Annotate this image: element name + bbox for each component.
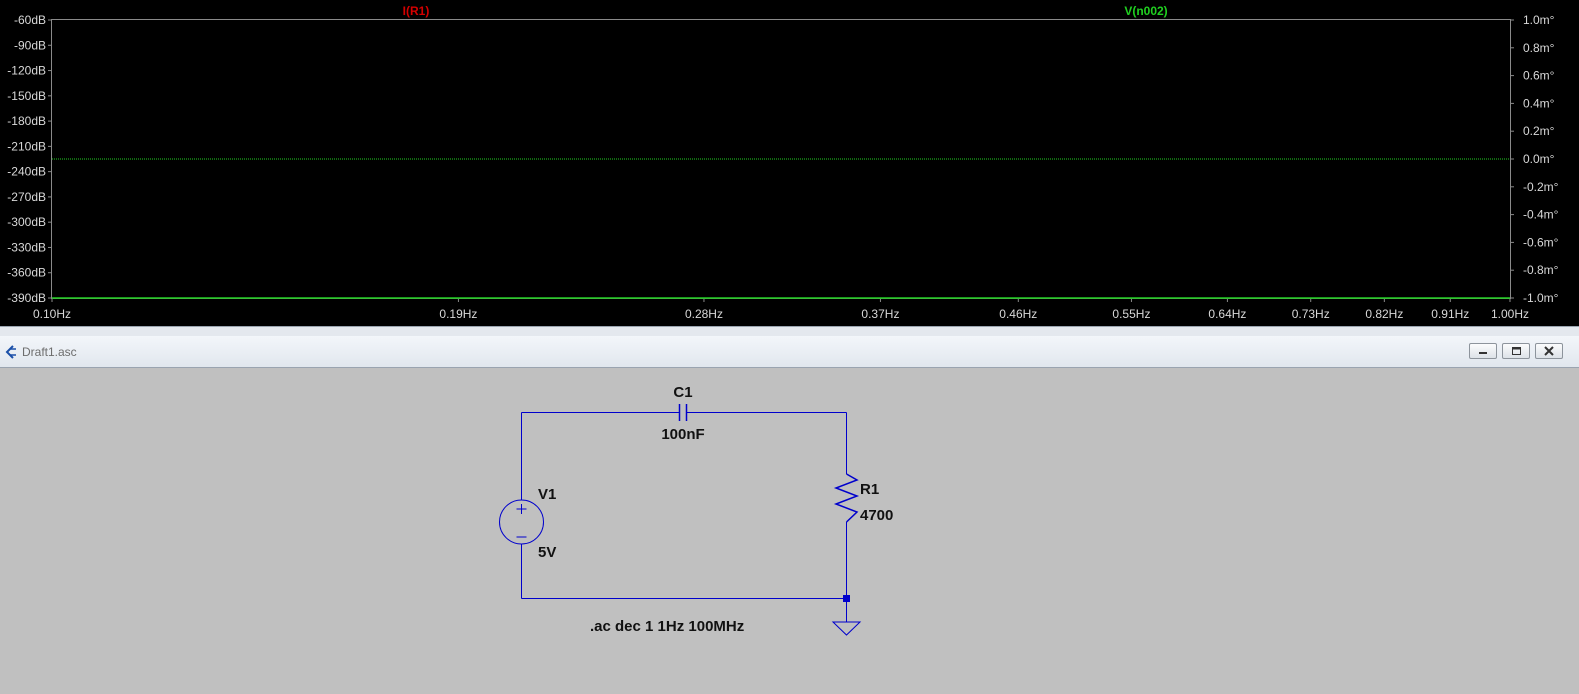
left-tick-label: -210dB — [7, 139, 46, 153]
left-tick-label: -150dB — [7, 89, 46, 103]
right-tick-label: 1.0m° — [1523, 13, 1555, 27]
ground-symbol[interactable] — [831, 621, 862, 636]
left-tick-label: -180dB — [7, 114, 46, 128]
c1-ref-label[interactable]: C1 — [673, 384, 692, 401]
left-tick-label: -390dB — [7, 291, 46, 305]
right-axis: 1.0m° 0.8m° 0.6m° 0.4m° 0.2m° 0.0m° -0.2m° -0.4… — [1510, 13, 1559, 305]
restore-icon — [1512, 347, 1521, 355]
left-tick-label: -300dB — [7, 215, 46, 229]
r1-value-label[interactable]: 4700 — [860, 507, 893, 524]
x-tick-label: 0.10Hz — [33, 307, 71, 321]
schematic-drawing[interactable]: C1 100nF V1 5V R1 4700 .ac dec 1 1Hz 100… — [0, 368, 1579, 694]
node-junction[interactable] — [843, 595, 850, 602]
left-tick-label: -360dB — [7, 266, 46, 280]
v1-value-label[interactable]: 5V — [538, 544, 556, 561]
right-tick-label: -0.6m° — [1523, 235, 1559, 249]
voltage-source-v1[interactable] — [499, 499, 544, 545]
waveform-plot[interactable]: -60dB -90dB -120dB -150dB -180dB -210dB -240dB… — [0, 0, 1579, 326]
left-tick-label: -330dB — [7, 240, 46, 254]
left-tick-label: -270dB — [7, 190, 46, 204]
r1-ref-label[interactable]: R1 — [860, 481, 879, 498]
right-tick-label: 0.8m° — [1523, 41, 1555, 55]
right-tick-label: -0.4m° — [1523, 208, 1559, 222]
close-button[interactable] — [1535, 343, 1563, 359]
right-tick-label: 0.2m° — [1523, 124, 1555, 138]
waveform-pane[interactable]: -60dB -90dB -120dB -150dB -180dB -210dB -240dB… — [0, 0, 1579, 326]
trace-label-i-r1[interactable]: I(R1) — [403, 4, 430, 18]
capacitor-c1[interactable] — [678, 404, 688, 421]
x-tick-label: 1.00Hz — [1491, 307, 1529, 321]
window-title: Draft1.asc — [22, 345, 77, 359]
minimize-button[interactable] — [1469, 343, 1497, 359]
c1-value-label[interactable]: 100nF — [661, 426, 704, 443]
minimize-icon — [1479, 352, 1487, 354]
right-tick-label: 0.6m° — [1523, 69, 1555, 83]
x-tick-label: 0.91Hz — [1431, 307, 1469, 321]
right-tick-label: 0.4m° — [1523, 96, 1555, 110]
schematic-window[interactable]: Draft1.asc — [0, 336, 1579, 694]
right-tick-label: -0.8m° — [1523, 263, 1559, 277]
pane-splitter[interactable] — [0, 326, 1579, 336]
x-axis: 0.10Hz 0.19Hz 0.28Hz 0.37Hz 0.46Hz 0.55Hz 0.64… — [33, 298, 1529, 321]
left-tick-label: -90dB — [14, 38, 46, 52]
left-tick-label: -120dB — [7, 64, 46, 78]
x-tick-label: 0.55Hz — [1112, 307, 1150, 321]
window-titlebar[interactable]: Draft1.asc — [0, 336, 1579, 368]
left-tick-label: -240dB — [7, 165, 46, 179]
x-tick-label: 0.28Hz — [685, 307, 723, 321]
schematic-app-icon[interactable] — [4, 345, 18, 359]
resistor-r1[interactable] — [833, 473, 860, 523]
v1-ref-label[interactable]: V1 — [538, 486, 556, 503]
x-tick-label: 0.73Hz — [1292, 307, 1330, 321]
x-tick-label: 0.46Hz — [999, 307, 1037, 321]
right-tick-label: -1.0m° — [1523, 291, 1559, 305]
x-tick-label: 0.37Hz — [861, 307, 899, 321]
restore-button[interactable] — [1502, 343, 1530, 359]
right-tick-label: -0.2m° — [1523, 180, 1559, 194]
x-tick-label: 0.19Hz — [439, 307, 477, 321]
left-axis: -60dB -90dB -120dB -150dB -180dB -210dB -240dB… — [7, 13, 52, 305]
spice-directive[interactable]: .ac dec 1 1Hz 100MHz — [590, 618, 744, 635]
trace-label-v-n002[interactable]: V(n002) — [1124, 4, 1167, 18]
right-tick-label: 0.0m° — [1523, 152, 1555, 166]
close-icon — [1544, 346, 1554, 356]
x-tick-label: 0.64Hz — [1208, 307, 1246, 321]
left-tick-label: -60dB — [14, 13, 46, 27]
schematic-canvas[interactable]: C1 100nF V1 5V R1 4700 .ac dec 1 1Hz 100… — [0, 368, 1579, 694]
x-tick-label: 0.82Hz — [1365, 307, 1403, 321]
